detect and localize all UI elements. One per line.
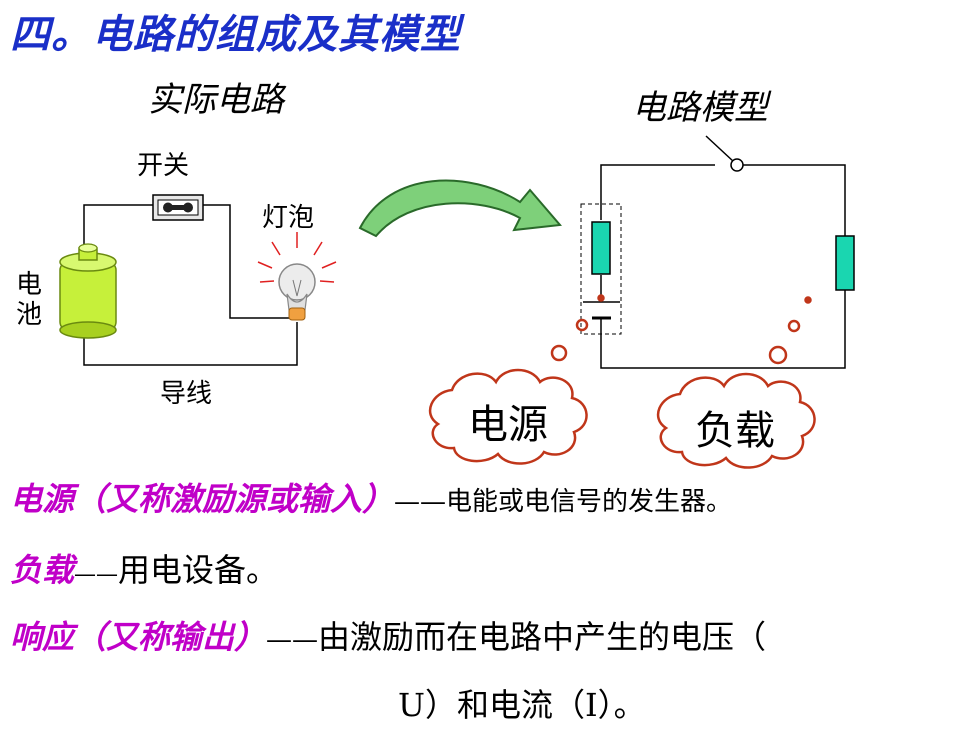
source-resistor (591, 221, 611, 275)
load-cloud (656, 372, 816, 469)
dash-load: —— (74, 562, 119, 587)
term-source: 电源（又称激励源或输入） (10, 480, 395, 518)
desc-source: 电能或电信号的发生器。 (446, 487, 733, 517)
dash-source: —— (394, 487, 447, 517)
term-load: 负载 (10, 551, 75, 589)
source-dashed-box (580, 203, 622, 335)
battery-label: 电池 (16, 270, 43, 330)
switch-label: 开关 (137, 151, 190, 181)
term-response: 响应（又称输出） (10, 618, 267, 656)
circuit-model-caption: 电路模型 (632, 88, 768, 128)
load-callout-dots (768, 296, 812, 365)
source-callout-dots (550, 294, 605, 362)
real-circuit-wires (83, 204, 298, 366)
desc-load: 用电设备。 (118, 551, 279, 589)
page-title: 四。电路的组成及其模型 (10, 12, 461, 58)
battery-icon (59, 243, 117, 339)
model-circuit-wires (600, 164, 846, 369)
model-switch-icon (705, 135, 744, 172)
definition-response: 响应（又称输出）——由激励而在电路中产生的电压（ (10, 612, 766, 658)
wire-label: 导线 (160, 379, 213, 409)
definition-source: 电源（又称激励源或输入）——电能或电信号的发生器。 (10, 474, 732, 520)
dash-response: —— (266, 625, 319, 655)
load-cloud-label: 负载 (695, 408, 775, 454)
bulb-label: 灯泡 (262, 203, 315, 233)
battery-symbol (583, 301, 620, 320)
transform-arrow-icon (358, 179, 562, 238)
source-cloud (428, 368, 588, 465)
bulb-icon (257, 232, 337, 321)
definition-load: 负载——用电设备。 (10, 545, 278, 591)
desc-response: 由激励而在电路中产生的电压（ (318, 618, 767, 656)
definition-response-cont: U）和电流（I）。 (398, 686, 646, 724)
source-cloud-label: 电源 (468, 402, 548, 448)
load-resistor (835, 235, 855, 291)
switch-icon (152, 194, 204, 221)
actual-circuit-caption: 实际电路 (148, 80, 284, 120)
